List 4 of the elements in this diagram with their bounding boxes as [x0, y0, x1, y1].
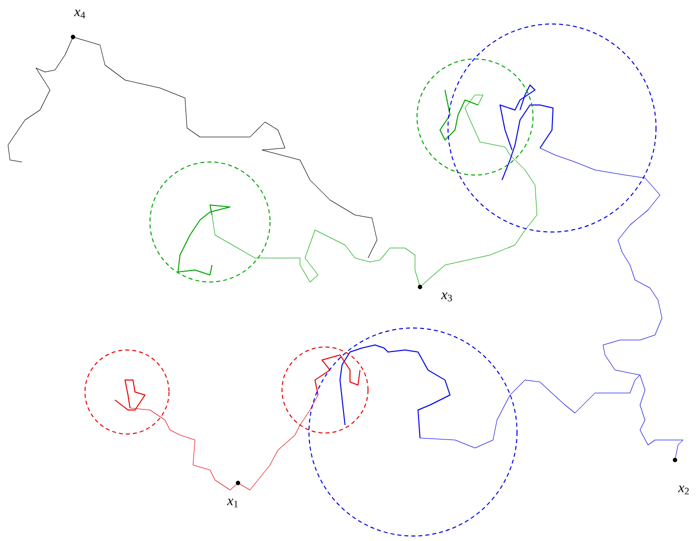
point-label: x$_{2}$: [678, 486, 689, 494]
point-label: x$_{3}$: [441, 292, 452, 302]
point-label: x$_{4}$: [74, 10, 86, 18]
point-label: x$_{1}$: [227, 498, 238, 508]
